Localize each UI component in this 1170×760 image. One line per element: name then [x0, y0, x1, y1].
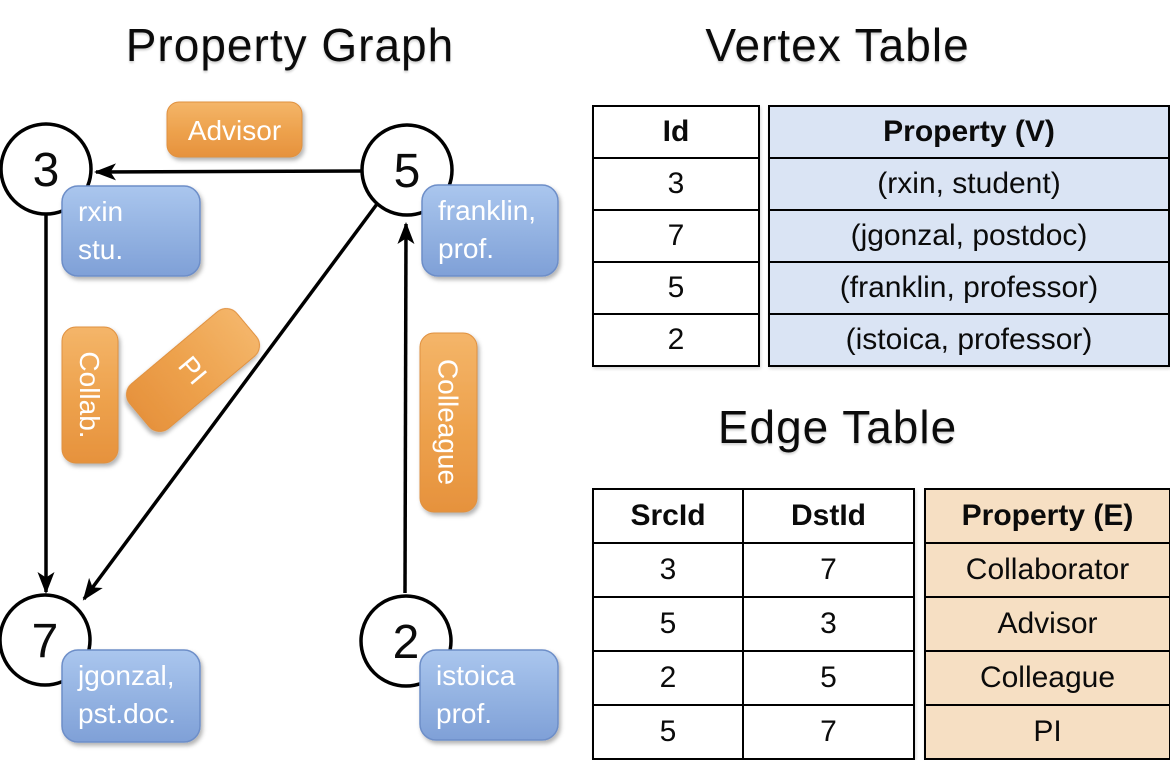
vertex-property-5-line1: franklin, — [438, 195, 536, 226]
edge-table-cell-src-0: 3 — [592, 542, 744, 598]
vertex-id-2: 2 — [393, 616, 420, 669]
vertex-property-box-3: rxin stu. — [61, 185, 201, 277]
property-graph-canvas: 3 5 7 2 Advisor Collab. PI Colleague rxi… — [0, 101, 559, 743]
edge-label-advisor: Advisor — [166, 101, 303, 158]
vertex-table-property-column: Property (V) (rxin, student) (jgonzal, p… — [768, 105, 1170, 367]
vertex-table-cell-id-1: 7 — [592, 209, 760, 263]
vertex-id-5: 5 — [394, 145, 421, 198]
vertex-property-2-line2: prof. — [436, 698, 492, 729]
vertex-table-title: Vertex Table — [705, 19, 970, 71]
svg-text:franklin, prof.: franklin, prof. — [438, 195, 544, 264]
edge-table-cell-dst-1: 3 — [742, 596, 915, 652]
vertex-table-cell-id-3: 2 — [592, 313, 760, 367]
edge-table-header-dstid: DstId — [742, 488, 915, 544]
edge-table-cell-property-1: Advisor — [924, 596, 1170, 652]
edge-label-collab-text: Collab. — [74, 351, 105, 438]
vertex-table-cell-property-3: (istoica, professor) — [768, 313, 1170, 367]
edge-line-pi-5-to-7 — [82, 202, 379, 601]
edge-table-cell-dst-0: 7 — [742, 542, 915, 598]
edge-table-cell-src-1: 5 — [592, 596, 744, 652]
vertex-property-box-2: istoica prof. — [419, 649, 559, 741]
vertex-property-5-line2: prof. — [438, 233, 494, 264]
vertex-table: Id 3 7 5 2 Property (V) (rxin, student) … — [592, 105, 1170, 367]
vertex-table-header-property: Property (V) — [768, 105, 1170, 159]
svg-text:jgonzal, pst.doc.: jgonzal, pst.doc. — [77, 660, 182, 729]
vertex-property-7-line1: jgonzal, — [77, 660, 175, 691]
edge-label-colleague-text: Colleague — [433, 359, 464, 485]
edge-label-advisor-text: Advisor — [188, 115, 281, 146]
edge-table-property-column: Property (E) Collaborator Advisor Collea… — [924, 488, 1170, 760]
edge-table-cell-dst-2: 5 — [742, 650, 915, 706]
vertex-table-cell-property-0: (rxin, student) — [768, 157, 1170, 211]
edge-label-colleague: Colleague — [419, 332, 478, 513]
vertex-table-cell-property-2: (franklin, professor) — [768, 261, 1170, 315]
edge-table: SrcId DstId 3 7 5 3 2 5 5 7 — [592, 488, 1170, 760]
edge-label-pi: PI — [125, 308, 261, 432]
edge-table-cell-dst-3: 7 — [742, 704, 915, 760]
edge-label-collab: Collab. — [61, 326, 119, 464]
vertex-property-7-line2: pst.doc. — [78, 698, 176, 729]
edge-table-header-srcid: SrcId — [592, 488, 744, 544]
edge-table-cell-property-2: Colleague — [924, 650, 1170, 706]
vertex-table-header-id: Id — [592, 105, 760, 159]
edge-table-title: Edge Table — [717, 401, 958, 453]
vertex-table-cell-property-1: (jgonzal, postdoc) — [768, 209, 1170, 263]
vertex-property-box-7: jgonzal, pst.doc. — [61, 649, 201, 743]
svg-text:rxin stu.: rxin stu. — [78, 196, 131, 265]
property-graph-title: Property Graph — [125, 19, 455, 71]
edge-table-cell-property-3: PI — [924, 704, 1170, 760]
edge-table-cell-property-0: Collaborator — [924, 542, 1170, 598]
edge-line-colleague-2-to-5 — [397, 222, 415, 594]
edge-table-id-columns: SrcId DstId 3 7 5 3 2 5 5 7 — [592, 488, 915, 760]
edge-line-advisor-5-to-3 — [94, 163, 363, 181]
vertex-property-2-line1: istoica — [436, 660, 516, 691]
edge-table-header-property: Property (E) — [924, 488, 1170, 544]
vertex-id-3: 3 — [33, 144, 60, 197]
vertex-property-3-line1: rxin — [78, 196, 123, 227]
svg-text:istoica prof.: istoica prof. — [436, 660, 523, 729]
edge-table-cell-src-3: 5 — [592, 704, 744, 760]
edge-table-cell-src-2: 2 — [592, 650, 744, 706]
vertex-table-id-column: Id 3 7 5 2 — [592, 105, 760, 367]
vertex-table-cell-id-0: 3 — [592, 157, 760, 211]
vertex-table-cell-id-2: 5 — [592, 261, 760, 315]
vertex-property-box-5: franklin, prof. — [421, 184, 559, 277]
vertex-id-7: 7 — [32, 615, 59, 668]
vertex-property-3-line2: stu. — [78, 234, 123, 265]
